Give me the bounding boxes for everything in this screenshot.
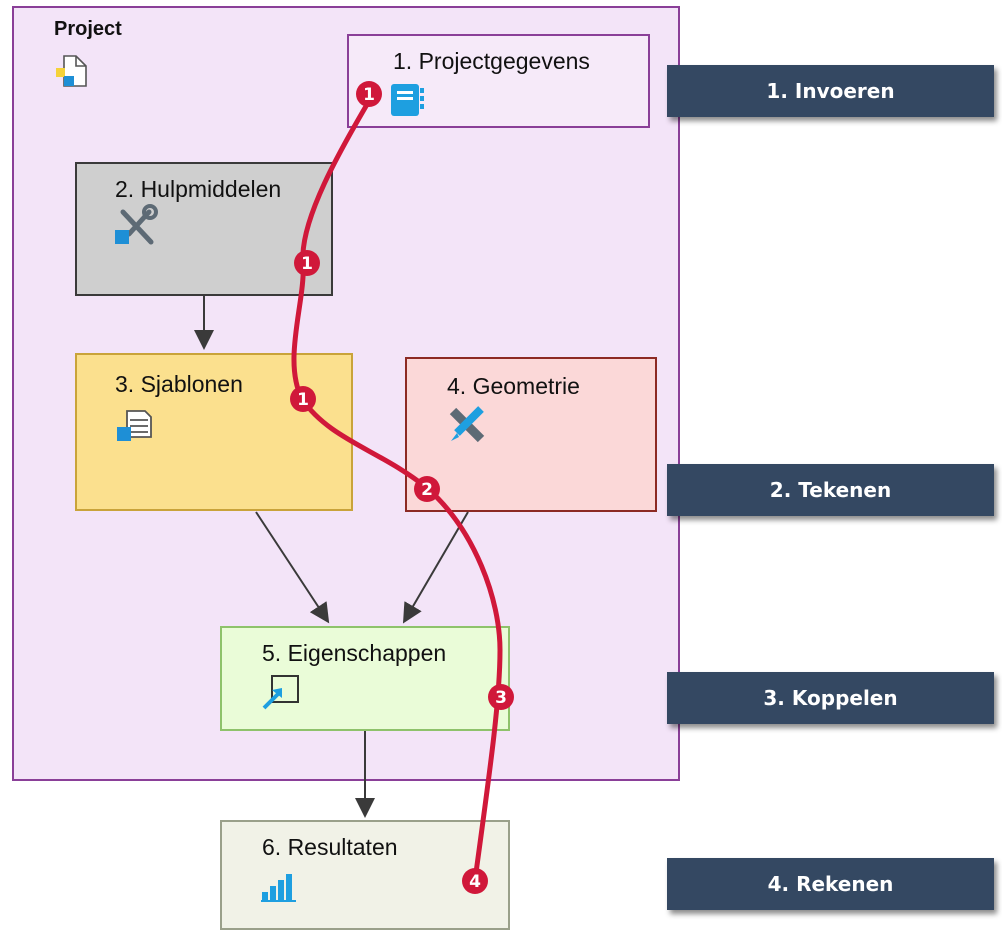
box-sjablonen-label: 3. Sjablonen — [115, 371, 243, 397]
box-projectgegevens[interactable]: 1. Projectgegevens — [347, 34, 650, 128]
marker-step4-label: 4 — [469, 872, 481, 892]
marker-step1-b: 1 — [294, 250, 320, 276]
box-geometrie[interactable]: 4. Geometrie — [405, 357, 657, 512]
marker-step4: 4 — [462, 868, 488, 894]
marker-step2: 2 — [414, 476, 440, 502]
marker-step1-c-label: 1 — [297, 390, 309, 410]
document-icon — [56, 55, 87, 87]
marker-step2-label: 2 — [421, 480, 433, 500]
marker-step1-b-label: 1 — [301, 254, 313, 274]
project-title: Project — [54, 18, 122, 40]
step-tekenen: 2. Tekenen — [667, 464, 994, 516]
step-rekenen: 4. Rekenen — [667, 858, 994, 910]
marker-step1-a: 1 — [356, 81, 382, 107]
assign-arrow-icon — [262, 675, 299, 710]
box-projectgegevens-label: 1. Projectgegevens — [393, 48, 590, 74]
box-eigenschappen[interactable]: 5. Eigenschappen — [220, 626, 510, 731]
box-resultaten[interactable]: 6. Resultaten — [220, 820, 510, 930]
box-hulpmiddelen[interactable]: 2. Hulpmiddelen — [75, 162, 333, 296]
box-hulpmiddelen-label: 2. Hulpmiddelen — [115, 176, 282, 202]
step-koppelen: 3. Koppelen — [667, 672, 994, 724]
notebook-icon — [391, 84, 424, 116]
marker-step1-c: 1 — [290, 386, 316, 412]
arrow-sjablonen-to-eigenschappen — [255, 511, 330, 624]
pencil-ruler-icon — [449, 406, 485, 443]
marker-step3: 3 — [488, 684, 514, 710]
template-stack-icon — [117, 410, 152, 441]
workflow-path — [291, 93, 503, 883]
box-sjablonen[interactable]: 3. Sjablonen — [75, 353, 353, 511]
marker-step1-a-label: 1 — [363, 85, 375, 105]
arrow-geometrie-to-eigenschappen — [402, 511, 469, 624]
step-invoeren: 1. Invoeren — [667, 65, 994, 117]
box-geometrie-label: 4. Geometrie — [447, 373, 580, 399]
box-eigenschappen-label: 5. Eigenschappen — [262, 640, 447, 666]
box-resultaten-label: 6. Resultaten — [262, 834, 398, 860]
marker-step3-label: 3 — [495, 688, 507, 708]
tools-icon — [115, 204, 158, 245]
bar-chart-icon — [261, 874, 296, 902]
